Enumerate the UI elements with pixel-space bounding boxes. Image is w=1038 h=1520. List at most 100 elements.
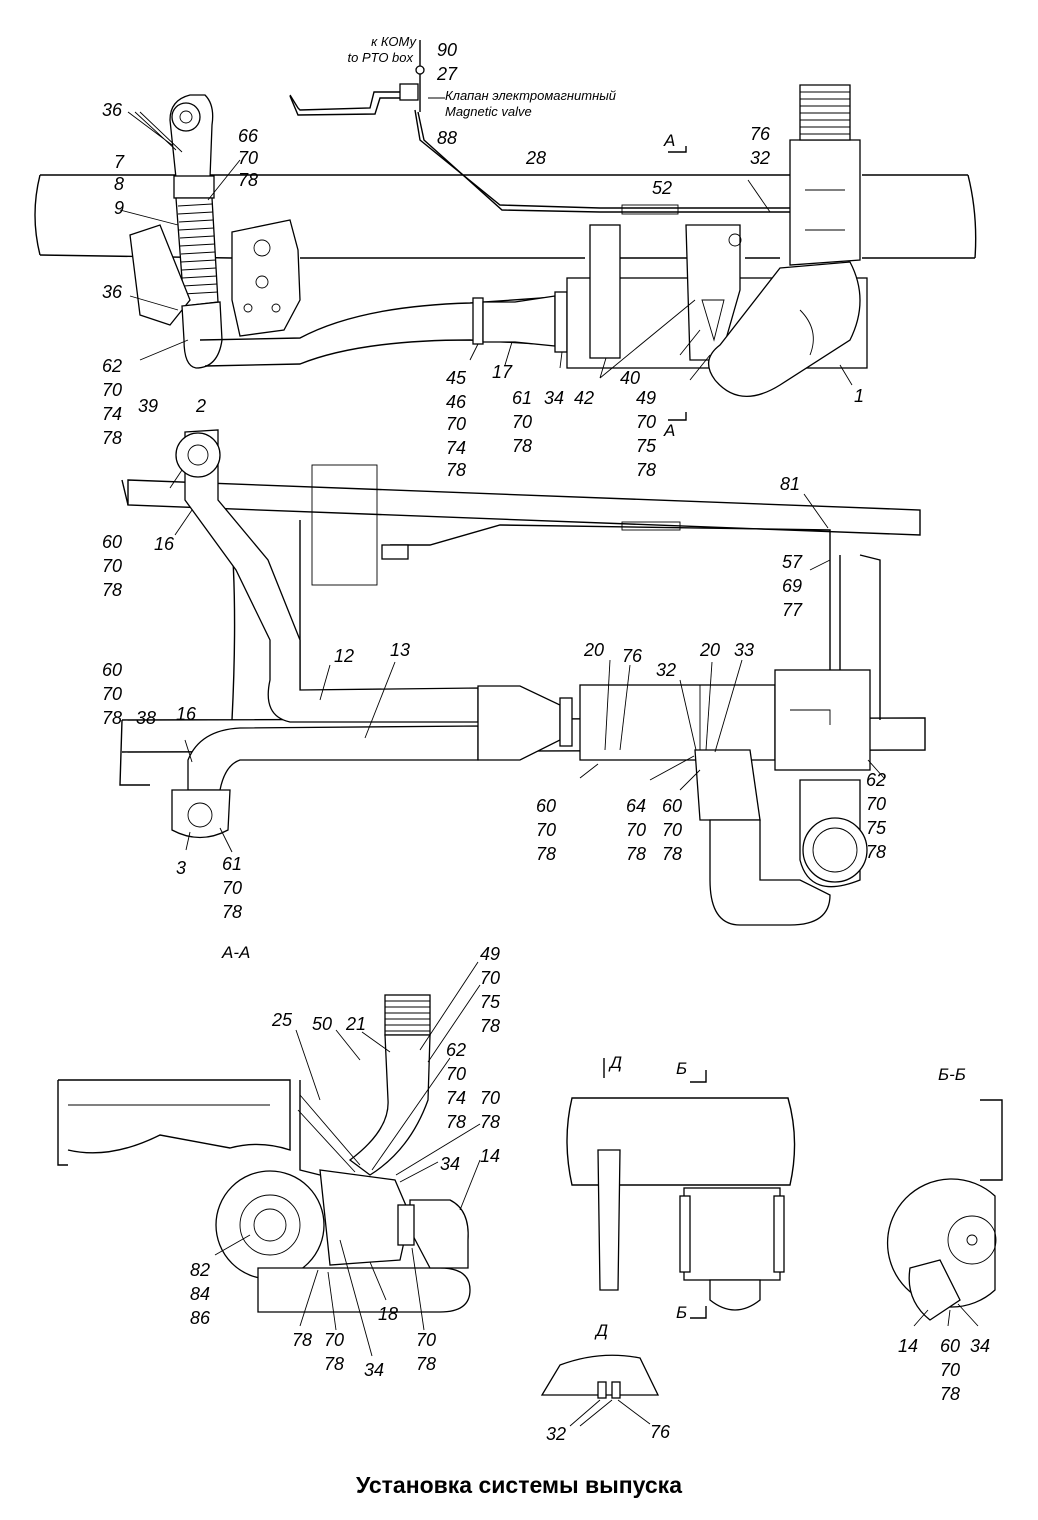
callout: 90 [437,40,457,60]
section-mark-a-bottom: А [663,421,675,440]
callout: 32 [546,1424,566,1444]
callout: 34 [440,1154,460,1174]
callout: 78 [416,1354,436,1374]
callouts-middle: 39 2 60 70 78 16 81 57 69 77 12 13 60 70… [102,396,887,922]
leader-34aa [399,1161,439,1183]
callout: 70 [662,820,682,840]
callout: 25 [271,1010,293,1030]
leader-45 [469,343,479,361]
leader-62aa [371,1057,451,1171]
callout: 50 [312,1014,332,1034]
callout: 70 [536,820,556,840]
leader-14bb [913,1309,929,1327]
callout: 78 [536,844,556,864]
detail-d-bolt-1 [597,1381,607,1399]
leader-40 [679,329,701,356]
callout: 40 [620,368,640,388]
view-d-detail: Д Б Б Д [540,1053,796,1427]
callouts-top: 90 27 88 36 66 70 78 7 8 9 36 62 70 74 7… [102,40,864,480]
callout: 2 [195,396,206,416]
callout: 77 [782,600,803,620]
callout: 57 [782,552,803,572]
leader-1 [839,364,853,386]
leader-49 [689,354,711,381]
detail-d-bolt-2 [611,1381,621,1399]
mount-hole-3 [243,303,253,313]
callout: 14 [480,1146,500,1166]
muffler-d-flange-left [679,1195,691,1273]
elbow-plan-bottom [709,819,831,926]
bracket-40 [685,224,741,361]
leader-82 [214,1234,251,1256]
pipe-13 [187,725,479,791]
callout: 34 [970,1336,990,1356]
bracket-40-cutout [701,299,725,342]
flange-3 [171,789,231,839]
leader-12 [319,664,331,701]
exhaust-pipe-lower-edge [204,339,557,367]
callout: 70 [102,556,122,576]
outlet-round-inner [812,827,858,873]
frame-rail-plan-end [121,479,129,506]
leader-32m [679,679,697,751]
callout: 66 [238,126,259,146]
frame-rail-break-right [967,174,977,259]
frame-rail-break-left [34,174,41,256]
leader-70-78aa [395,1123,481,1176]
callout: 78 [480,1112,500,1132]
callout: 74 [446,438,466,458]
rod-50 [297,1094,361,1173]
callout: 76 [750,124,771,144]
callouts-views-bd: 32 76 14 60 70 78 34 [546,1336,990,1444]
callout: 17 [492,362,513,382]
callout: 78 [292,1330,312,1350]
leaders-bb [947,1303,979,1327]
leader-18 [369,1261,387,1301]
callout: 78 [446,460,466,480]
callout: 84 [190,1284,210,1304]
callout: 70 [626,820,646,840]
section-aa-view: А-А 49 70 [57,943,501,1380]
callout: 70 [512,412,532,432]
pipe-21 [348,1034,431,1176]
exhaust-pipe-upper-edge [199,296,557,341]
leaders-d [569,1399,651,1427]
callout: 8 [114,174,124,194]
view-b-arrow-top [690,1070,707,1083]
view-b-mark-bottom: Б [676,1303,687,1322]
bellows-rings [800,91,850,135]
callout: 16 [176,704,197,724]
leader-76-32 [747,179,771,213]
leader-36b [129,295,179,311]
flange-2 [175,432,221,478]
callout: 86 [190,1308,211,1328]
leader-57 [809,559,831,571]
callout: 75 [636,436,657,456]
callout: 14 [898,1336,918,1356]
leaders-49aa [419,961,481,1063]
detail-d-shape [540,1354,660,1396]
leader-81 [803,493,829,529]
section-bb-title: Б-Б [938,1065,966,1084]
clamp-45 [472,297,484,345]
callout: 82 [190,1260,210,1280]
pto-label-ru: к КОМу [371,34,417,49]
callout: 81 [780,474,800,494]
outlet-box-plan [774,669,871,771]
outlet-box-inner [790,709,831,725]
callout: 60 [536,796,556,816]
callout: 70 [222,878,242,898]
callout: 27 [436,64,458,84]
callout: 70 [480,1088,500,1108]
callout: 78 [102,428,122,448]
callout: 70 [636,412,656,432]
pto-bracket [289,91,408,111]
valve-fitting [415,65,425,75]
section-aa-title: А-А [221,943,250,962]
cone-17 [482,295,556,347]
callout: 36 [102,282,123,302]
magnetic-valve [399,83,419,101]
leader-78aa [299,1269,319,1327]
pto-label-en: to PTO box [347,50,413,65]
section-bb-view: Б-Б 32 76 14 60 70 78 34 [546,1065,1003,1444]
